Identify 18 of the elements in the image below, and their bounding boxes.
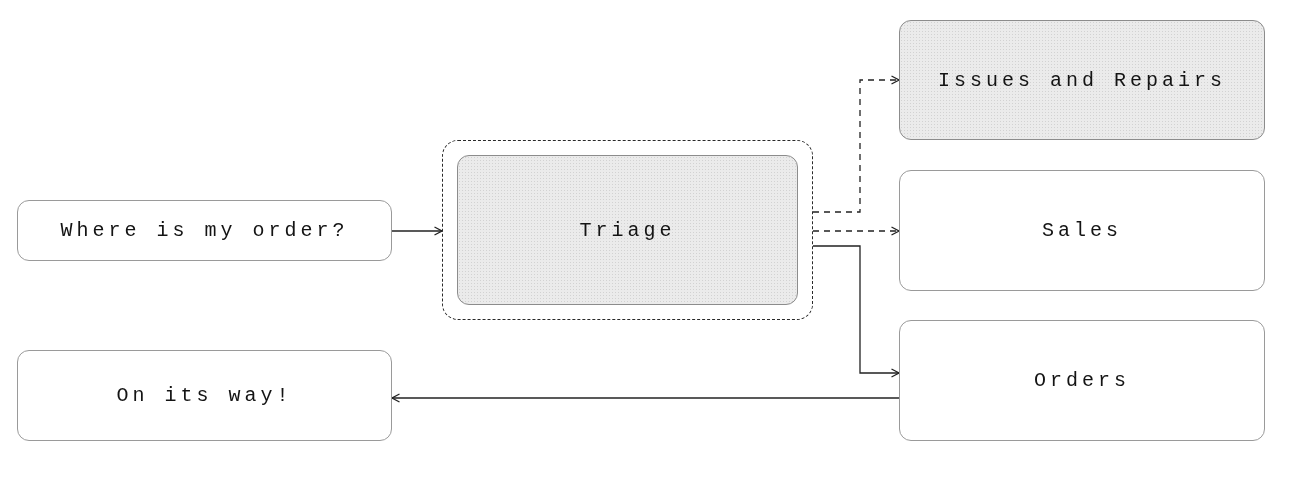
node-label: Sales xyxy=(1042,218,1122,243)
process-box xyxy=(17,350,392,441)
arrow xyxy=(391,226,443,236)
shaded-process-box xyxy=(899,20,1265,140)
node-label: Where is my order? xyxy=(60,218,349,243)
node-label: Orders xyxy=(1034,368,1130,393)
node-label: On its way! xyxy=(116,383,293,408)
dashed-group-box xyxy=(442,140,813,320)
dashed-arrow xyxy=(812,75,900,213)
dashed-arrow xyxy=(812,226,900,236)
arrow xyxy=(391,393,900,403)
arrow xyxy=(812,245,900,378)
process-box xyxy=(17,200,392,261)
process-box xyxy=(899,170,1265,291)
node-label: Issues and Repairs xyxy=(937,67,1226,93)
shaded-process-box xyxy=(457,155,798,305)
node-label: Triage xyxy=(579,217,676,243)
process-box xyxy=(899,320,1265,441)
